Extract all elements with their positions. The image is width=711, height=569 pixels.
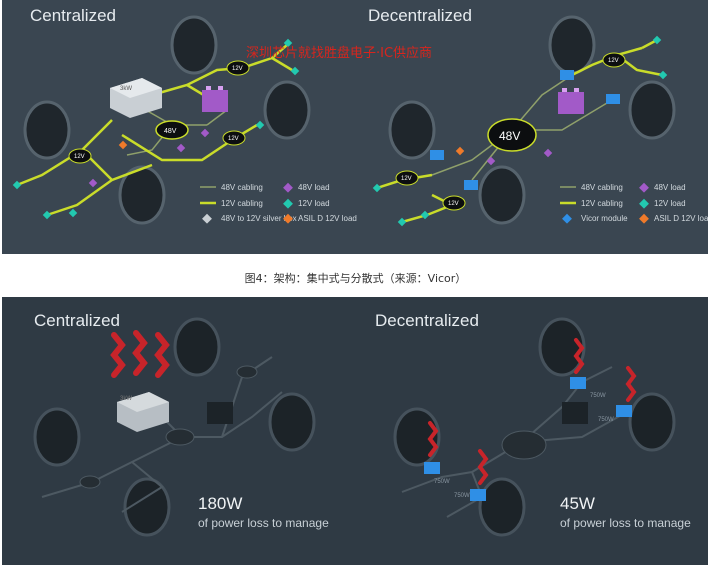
- right-hub-bottom: [501, 430, 547, 460]
- right-node-label-3: 12V: [448, 201, 459, 207]
- right-node-label-1: 12V: [608, 58, 619, 64]
- right-legend-12v-load: 12V load: [654, 199, 686, 208]
- left-battery-bottom: [207, 402, 233, 424]
- left-box-label: 3kW: [120, 86, 132, 92]
- right-heat-waves-icon: [427, 338, 637, 485]
- left-legend-12v-cabling: 12V cabling: [221, 199, 263, 208]
- left-12v-nodes: 12V 12V 12V: [68, 60, 250, 164]
- architecture-diagram: 3kW 48V 12V 12V 12V: [12, 15, 708, 227]
- right-12v-nodes: 12V 12V 12V: [395, 52, 626, 211]
- right-legend-12v-cabling: 12V cabling: [581, 199, 623, 208]
- module-label-3: 750W: [434, 479, 450, 485]
- module-label-1: 750W: [590, 393, 606, 399]
- decentralized-title-top: Decentralized: [368, 6, 472, 25]
- right-asil-load: [455, 146, 465, 156]
- left-node-label-3: 12V: [74, 154, 85, 160]
- right-car-wheels-bottom: [393, 317, 676, 537]
- right-legend-48v-load: 48V load: [654, 183, 686, 192]
- left-48v-hub: 48V: [155, 120, 189, 140]
- decentralized-title-bottom: Decentralized: [375, 311, 479, 330]
- left-48v-loads: [88, 128, 210, 188]
- module-label-4: 750W: [454, 493, 470, 499]
- right-module-labels: 750W 750W 750W 750W: [434, 393, 614, 499]
- right-legend: 48V cabling 12V cabling Vicor module 48V…: [560, 182, 708, 224]
- watermark-text: 深圳芯片就找胜盘电子·IC供应商: [246, 46, 433, 61]
- left-legend-silver-box: 48V to 12V silver box: [221, 214, 297, 223]
- left-silver-box: 3kW: [110, 78, 162, 118]
- right-legend-48v-cabling: 48V cabling: [581, 183, 623, 192]
- right-hub-label: 48V: [499, 129, 520, 143]
- left-power-loss-desc: of power loss to manage: [198, 516, 329, 530]
- power-loss-panel-bottom: Centralized Decentralized 3kW: [2, 297, 708, 565]
- left-legend: 48V cabling 12V cabling 48V to 12V silve…: [200, 182, 357, 224]
- left-legend-48v-cabling: 48V cabling: [221, 183, 263, 192]
- left-legend-asil-load: ASIL D 12V load: [298, 214, 357, 223]
- left-nodes-bottom: [79, 365, 258, 489]
- left-car-wheels: [23, 15, 311, 225]
- centralized-title-bottom: Centralized: [34, 311, 120, 330]
- right-vicor-modules: [430, 70, 620, 190]
- left-asil-load: [118, 140, 128, 150]
- left-node-label-2: 12V: [228, 136, 239, 142]
- right-power-loss-desc: of power loss to manage: [560, 516, 691, 530]
- left-silver-box-bottom: 3kW: [117, 392, 169, 432]
- right-node-label-2: 12V: [401, 176, 412, 182]
- architecture-panel-top: Centralized Decentralized: [2, 0, 708, 254]
- left-hub-label: 48V: [164, 128, 177, 135]
- right-48v-load-battery: [558, 88, 584, 114]
- right-vicor-modules-bottom: [424, 377, 632, 501]
- right-legend-asil-load: ASIL D 12V load: [654, 214, 708, 223]
- right-48v-loads: [486, 148, 553, 166]
- left-legend-12v-load: 12V load: [298, 199, 330, 208]
- power-loss-diagram: 3kW 750W: [33, 317, 676, 537]
- left-power-loss-value: 180W: [198, 494, 243, 513]
- bottom-box-label: 3kW: [120, 396, 132, 402]
- left-48v-load-battery: [202, 86, 228, 112]
- left-legend-48v-load: 48V load: [298, 183, 330, 192]
- right-48v-hub: 48V: [487, 118, 537, 152]
- centralized-title-top: Centralized: [30, 6, 116, 25]
- right-power-loss-value: 45W: [560, 494, 595, 513]
- right-car-wheels: [388, 15, 676, 225]
- left-node-label-1: 12V: [232, 66, 243, 72]
- module-label-2: 750W: [598, 417, 614, 423]
- figure-caption: 图4：架构：集中式与分散式（来源：Vicor）: [244, 272, 467, 285]
- left-car-wheels-bottom: [33, 317, 316, 537]
- right-battery-bottom: [562, 402, 588, 424]
- left-heat-waves-icon: [110, 330, 170, 378]
- right-legend-vicor-module: Vicor module: [581, 214, 628, 223]
